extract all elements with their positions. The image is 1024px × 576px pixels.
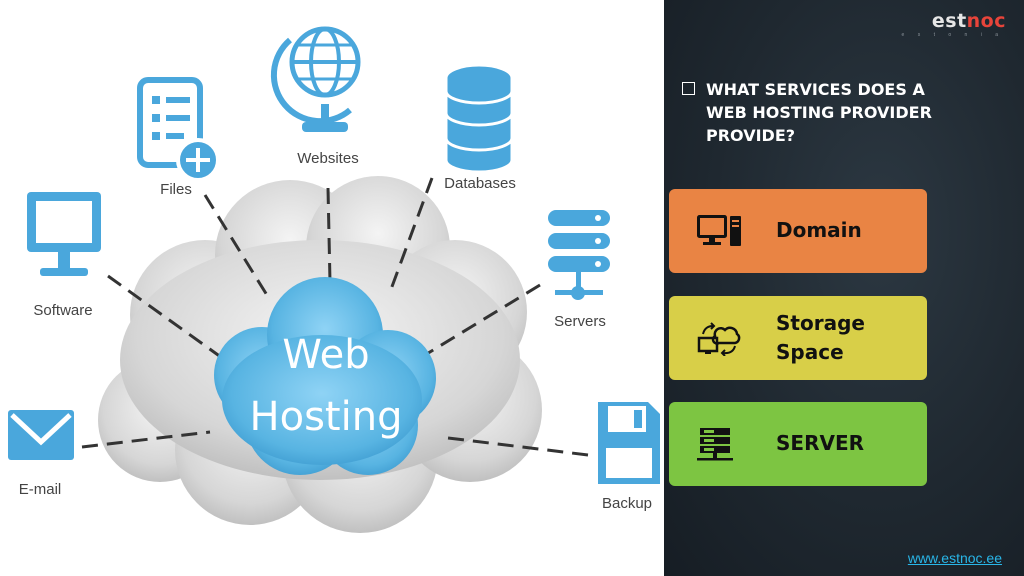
file-add-icon [137, 77, 220, 182]
hosting-diagram-svg: Web Hosting Files Websites [8, 26, 660, 533]
monitor-icon [27, 192, 101, 276]
website-link[interactable]: www.estnoc.ee [907, 550, 1002, 566]
cloud-sync-icon [697, 322, 741, 356]
service-label-server: SERVER [776, 431, 865, 455]
computer-icon [697, 215, 741, 246]
item-label-files: Files [160, 181, 192, 198]
service-label-storage: Storage Space [776, 311, 865, 364]
server-icon [697, 428, 733, 461]
database-icon [444, 63, 514, 174]
item-label-databases: Databases [444, 175, 516, 192]
question-text: WHAT SERVICES DOES A WEB HOSTING PROVIDE… [706, 80, 932, 145]
envelope-icon [8, 410, 74, 460]
globe-icon [270, 26, 361, 132]
item-label-backup: Backup [602, 495, 652, 512]
item-label-websites: Websites [297, 150, 358, 167]
item-label-servers: Servers [554, 313, 606, 330]
checkbox-bullet-icon [682, 82, 695, 95]
service-card-domain[interactable]: Domain [669, 189, 927, 273]
service-card-storage[interactable]: Storage Space [669, 296, 927, 380]
center-label-line2: Hosting [250, 394, 403, 440]
hosting-diagram: Web Hosting Files Websites [8, 26, 660, 533]
floppy-disk-icon [598, 402, 660, 484]
server-stack-icon [548, 210, 610, 300]
logo-tagline: e s t o n i a [901, 32, 1004, 38]
services-panel: estnoc e s t o n i a WHAT SERVICES DOES … [664, 0, 1024, 576]
service-card-server[interactable]: SERVER [669, 402, 927, 486]
estnoc-logo: estnoc [931, 10, 1006, 32]
connector-lines [81, 177, 589, 457]
item-label-software: Software [33, 302, 92, 319]
web-hosting-cloud [214, 277, 436, 475]
service-label-domain: Domain [776, 218, 862, 242]
question-heading: WHAT SERVICES DOES A WEB HOSTING PROVIDE… [682, 78, 932, 147]
item-label-email: E-mail [19, 481, 62, 498]
center-label-line1: Web [282, 332, 369, 378]
